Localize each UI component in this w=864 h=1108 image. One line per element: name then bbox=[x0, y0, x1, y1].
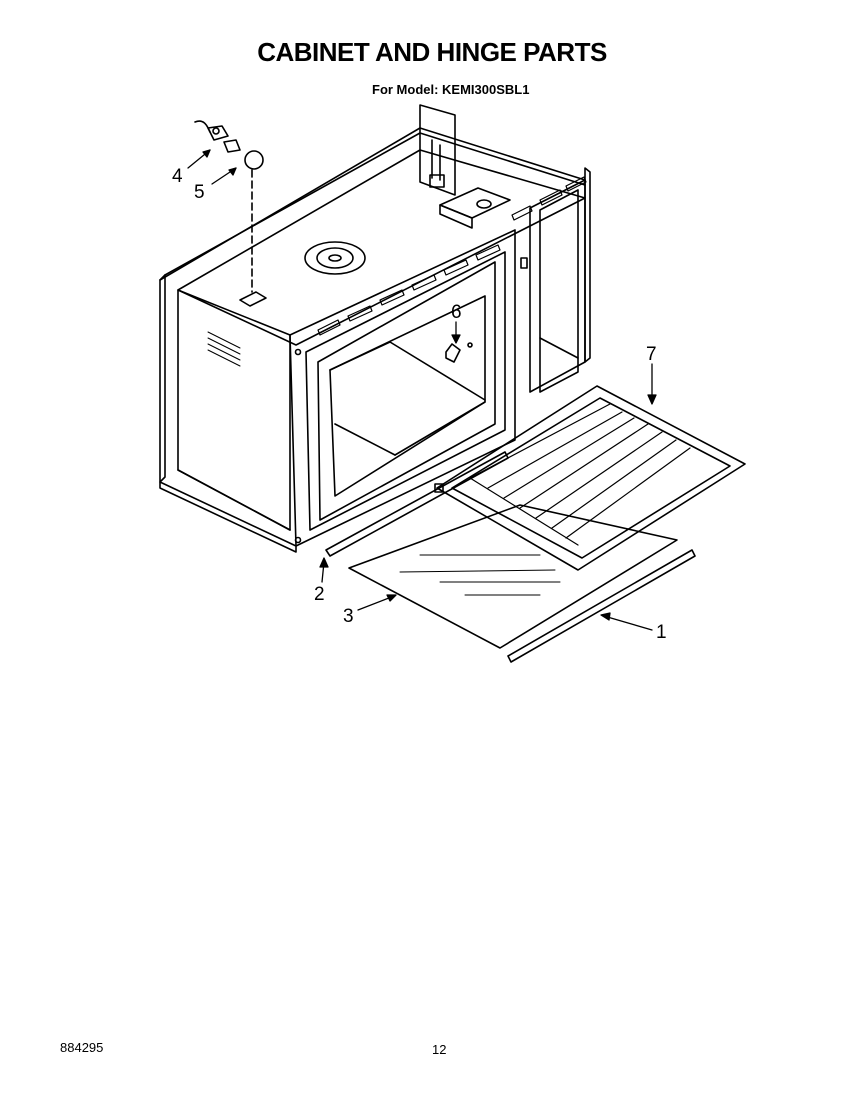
hinge-rail bbox=[325, 451, 509, 557]
cabinet-shell bbox=[159, 104, 591, 553]
arrow-2 bbox=[319, 557, 329, 568]
callout-6: 6 bbox=[451, 302, 462, 323]
lamp-socket-assembly bbox=[194, 120, 264, 293]
arrow-6 bbox=[451, 334, 461, 344]
door-frame bbox=[434, 385, 746, 571]
leader-line-1 bbox=[603, 615, 653, 631]
bottom-rail bbox=[507, 549, 696, 663]
callout-3: 3 bbox=[343, 606, 354, 627]
arrow-3 bbox=[386, 594, 397, 602]
arrow-4 bbox=[202, 149, 211, 158]
callout-2: 2 bbox=[314, 584, 325, 605]
arrow-1 bbox=[600, 612, 611, 621]
model-line: For Model: KEMI300SBL1 bbox=[372, 82, 530, 97]
callout-7: 7 bbox=[646, 344, 657, 365]
callout-5: 5 bbox=[194, 182, 205, 203]
callout-4: 4 bbox=[172, 166, 183, 187]
page-number: 12 bbox=[432, 1042, 447, 1057]
page-title: CABINET AND HINGE PARTS bbox=[257, 37, 607, 67]
document-number: 884295 bbox=[60, 1040, 104, 1055]
hinge-part bbox=[445, 342, 473, 363]
front-frame bbox=[289, 176, 587, 547]
glass-panel bbox=[348, 504, 678, 649]
arrow-7 bbox=[647, 394, 657, 405]
callout-1: 1 bbox=[656, 622, 667, 643]
arrow-5 bbox=[228, 167, 237, 176]
